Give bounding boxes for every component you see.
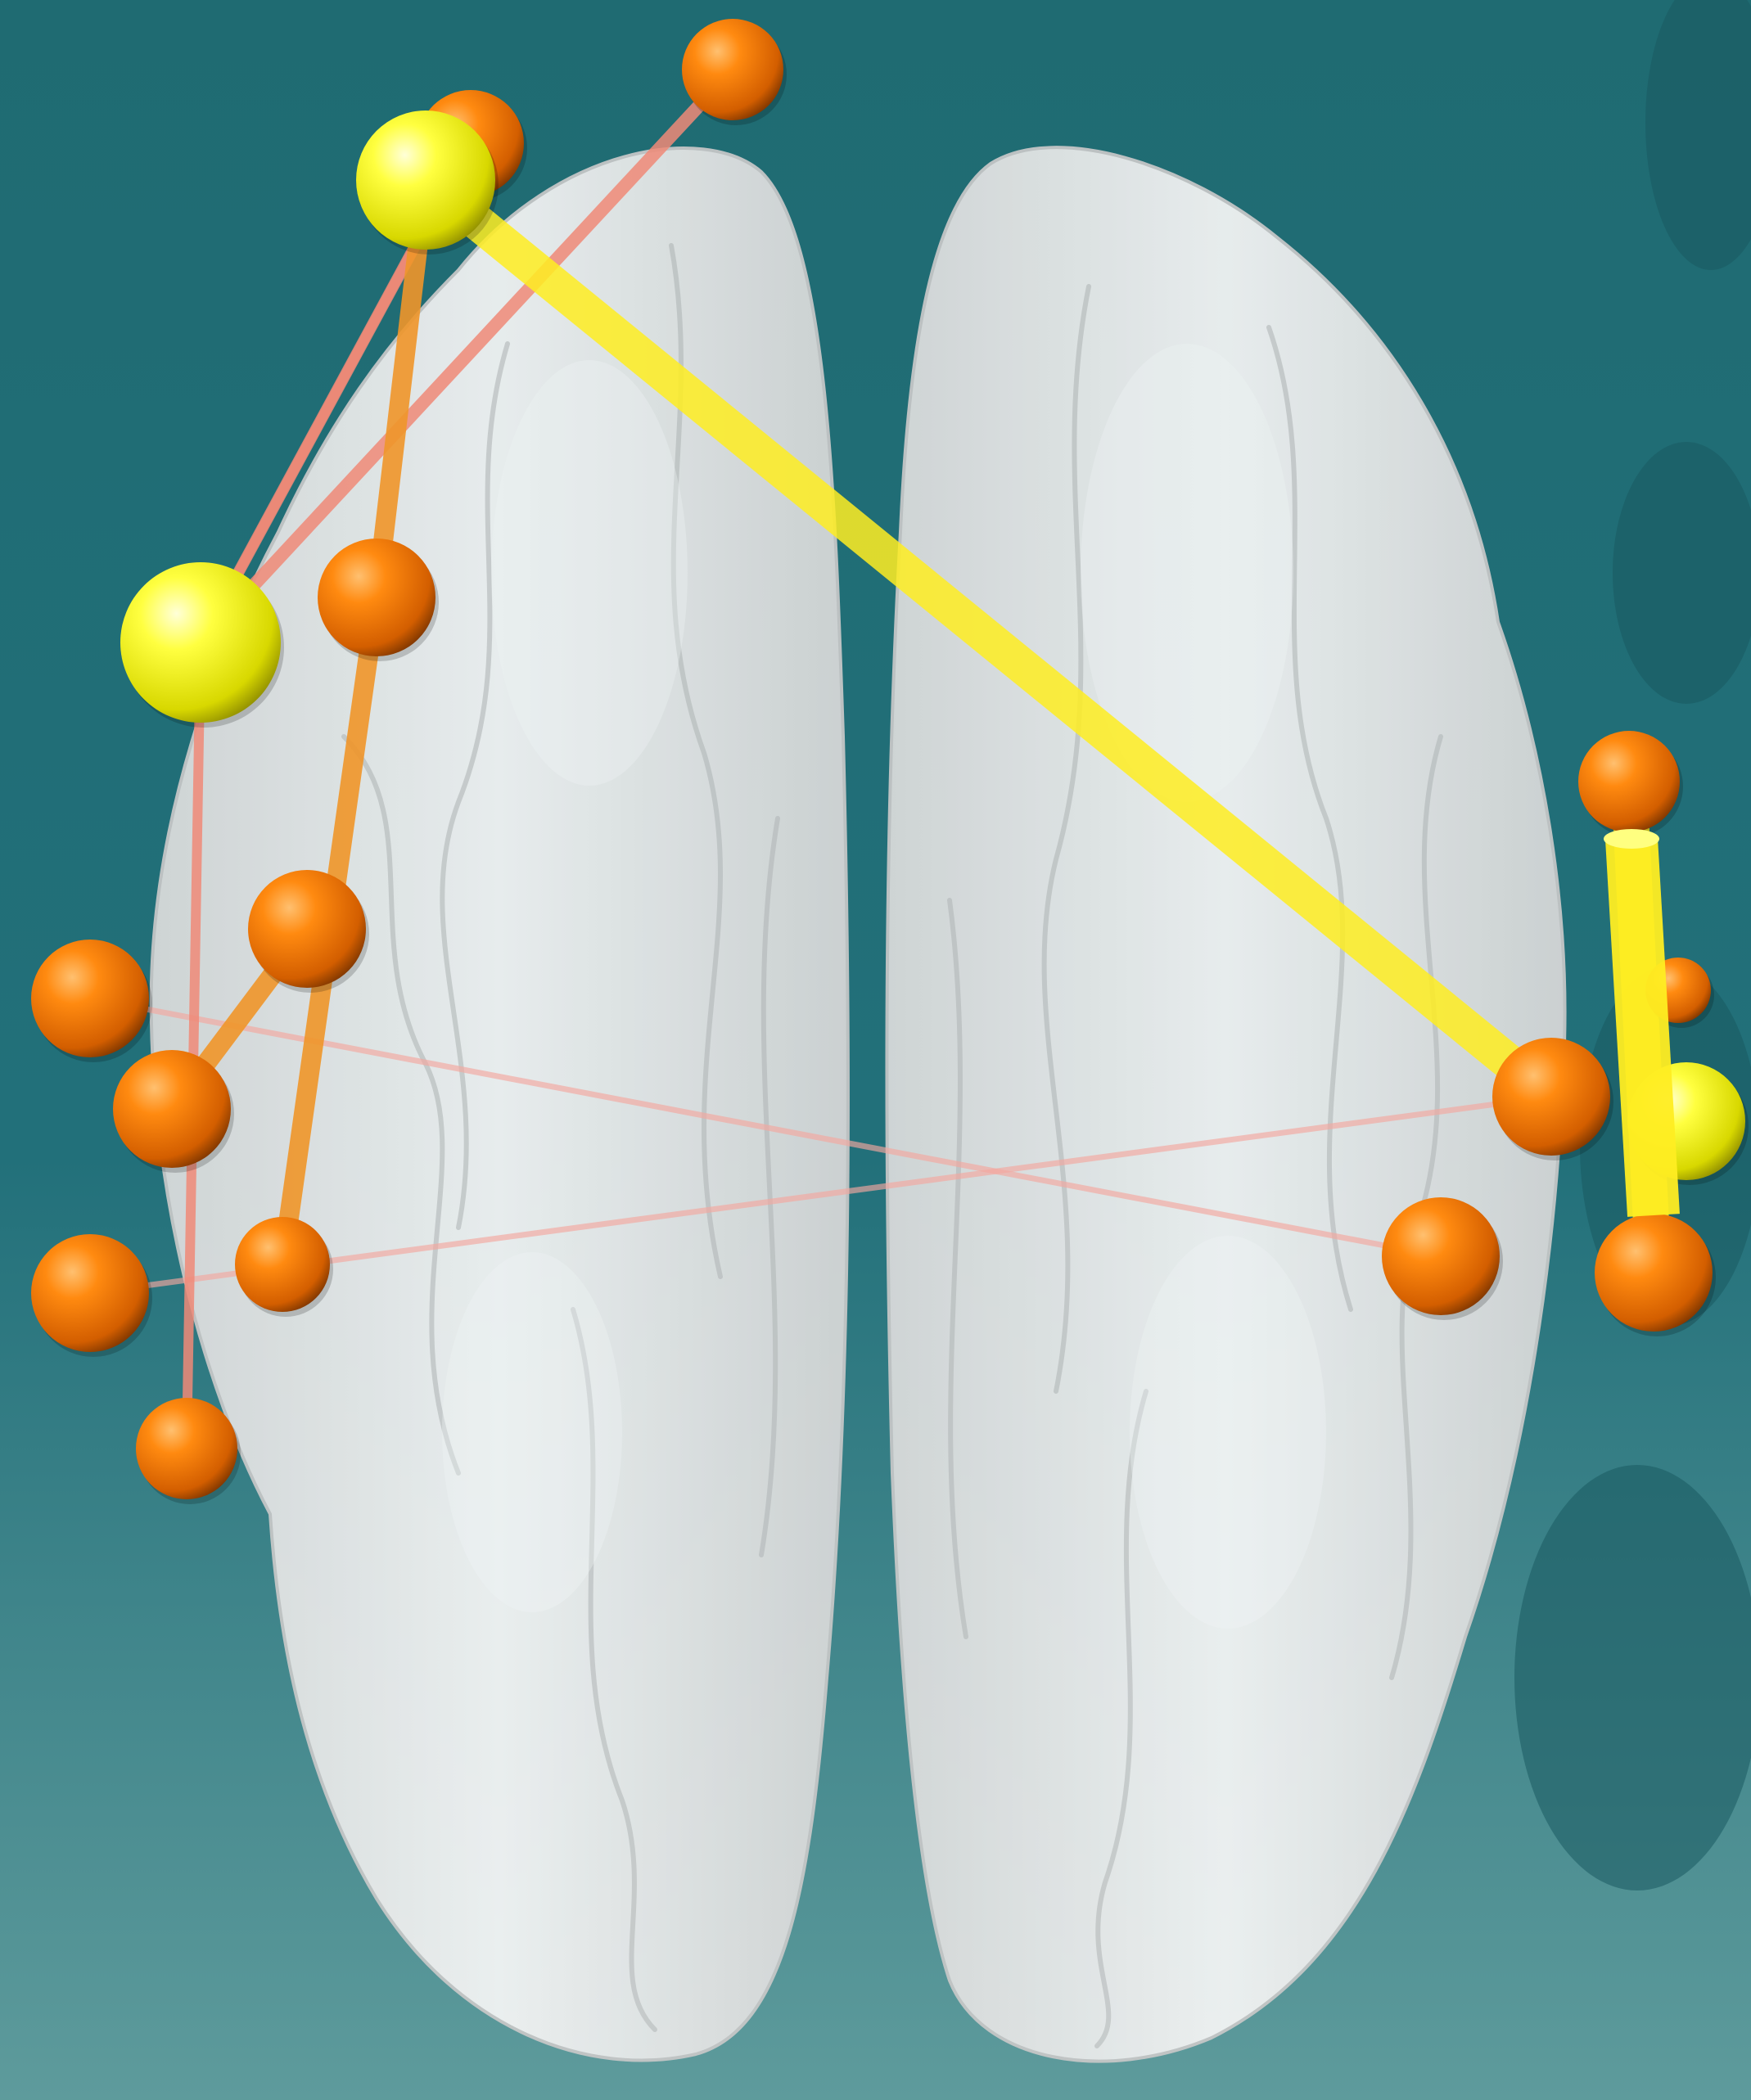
edge-cap (1604, 829, 1659, 849)
edge-n10-n14-front (1631, 839, 1654, 1215)
